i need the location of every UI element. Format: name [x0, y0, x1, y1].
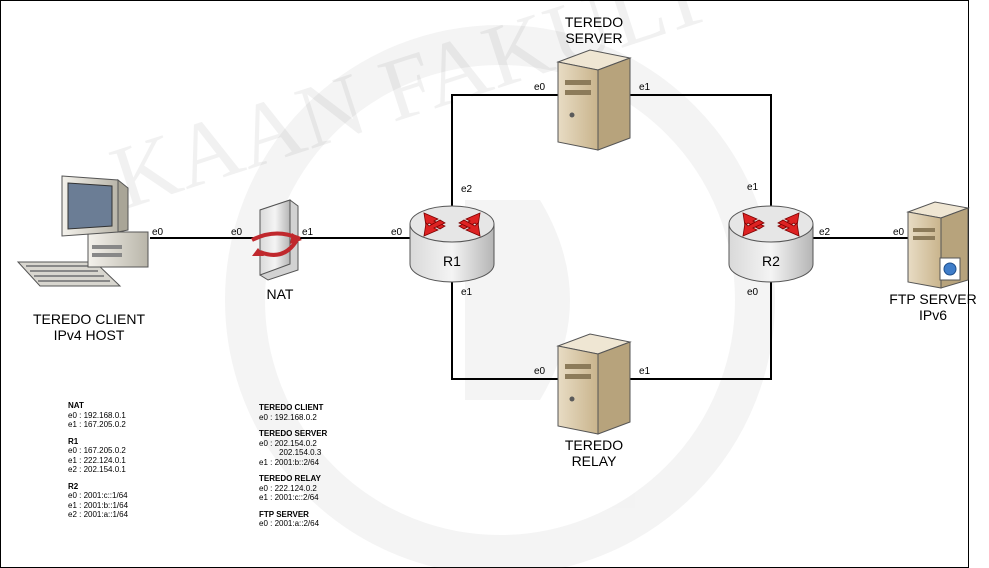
legend-r2-title: R2: [68, 482, 128, 492]
port-nat-e1: e1: [302, 227, 313, 239]
port-r1-e1: e1: [461, 287, 472, 299]
router-r1-icon: [410, 206, 494, 282]
legend-ftp-title: FTP SERVER: [259, 510, 327, 520]
port-ftp-e0: e0: [893, 227, 904, 239]
ftp-server-label-line2: IPv6: [878, 307, 988, 323]
port-r1-e0: e0: [391, 227, 402, 239]
teredo-server-label-line1: TEREDO: [549, 14, 639, 30]
nat-label: NAT: [255, 286, 305, 302]
legend-r2-e1: e1 : 2001:b::1/64: [68, 501, 128, 511]
teredo-relay-label: TEREDO RELAY: [549, 437, 639, 469]
port-server-e0: e0: [534, 82, 545, 94]
port-server-e1: e1: [639, 82, 650, 94]
port-nat-e0: e0: [231, 227, 242, 239]
address-legend-left: NAT e0 : 192.168.0.1 e1 : 167.205.0.2 R1…: [68, 401, 128, 520]
port-relay-e0: e0: [534, 366, 545, 378]
legend-nat-title: NAT: [68, 401, 128, 411]
port-r2-e1: e1: [747, 182, 758, 194]
legend-relay-e1: e1 : 2001:c::2/64: [259, 493, 327, 503]
teredo-relay-icon: [558, 334, 630, 434]
ftp-server-label: FTP SERVER IPv6: [878, 291, 988, 323]
legend-nat-e0: e0 : 192.168.0.1: [68, 411, 128, 421]
r2-label: R2: [756, 253, 786, 269]
router-r2-icon: [729, 206, 813, 282]
legend-r1-title: R1: [68, 437, 128, 447]
teredo-client-label-line1: TEREDO CLIENT: [14, 311, 164, 327]
ftp-server-label-line1: FTP SERVER: [878, 291, 988, 307]
legend-server-e1: e1 : 2001:b::2/64: [259, 458, 327, 468]
port-r1-e2: e2: [461, 184, 472, 196]
teredo-server-label: TEREDO SERVER: [549, 14, 639, 46]
legend-client-title: TEREDO CLIENT: [259, 403, 327, 413]
teredo-server-label-line2: SERVER: [549, 30, 639, 46]
legend-relay-title: TEREDO RELAY: [259, 474, 327, 484]
legend-r2-e0: e0 : 2001:c::1/64: [68, 491, 128, 501]
teredo-relay-label-line2: RELAY: [549, 453, 639, 469]
r1-label: R1: [437, 253, 467, 269]
teredo-client-label-line2: IPv4 HOST: [14, 327, 164, 343]
legend-r2-e2: e2 : 2001:a::1/64: [68, 510, 128, 520]
legend-r1-e1: e1 : 222.124.0.1: [68, 456, 128, 466]
legend-nat-e1: e1 : 167.205.0.2: [68, 420, 128, 430]
ftp-server-icon: [908, 202, 968, 288]
legend-r1-e2: e2 : 202.154.0.1: [68, 465, 128, 475]
port-relay-e1: e1: [639, 366, 650, 378]
port-r2-e2: e2: [819, 227, 830, 239]
legend-relay-e0: e0 : 222.124.0.2: [259, 484, 327, 494]
teredo-server-icon: [558, 50, 630, 150]
legend-client-e0: e0 : 192.168.0.2: [259, 413, 327, 423]
address-legend-right: TEREDO CLIENT e0 : 192.168.0.2 TEREDO SE…: [259, 403, 327, 529]
legend-server-title: TEREDO SERVER: [259, 429, 327, 439]
teredo-relay-label-line1: TEREDO: [549, 437, 639, 453]
legend-server-e0b: 202.154.0.3: [259, 448, 327, 458]
nat-icon: [252, 200, 302, 280]
legend-ftp-e0: e0 : 2001:a::2/64: [259, 519, 327, 529]
legend-server-e0: e0 : 202.154.0.2: [259, 439, 327, 449]
teredo-client-label: TEREDO CLIENT IPv4 HOST: [14, 311, 164, 343]
port-r2-e0: e0: [747, 287, 758, 299]
port-client-e0: e0: [152, 227, 163, 239]
legend-r1-e0: e0 : 167.205.0.2: [68, 446, 128, 456]
pc-icon: [18, 176, 148, 286]
